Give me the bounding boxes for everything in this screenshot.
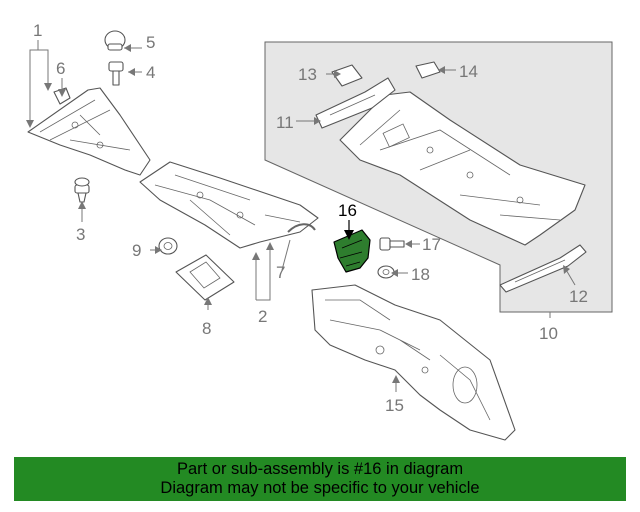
part-3-grommet: [74, 177, 90, 203]
part-14-bracket: [415, 61, 441, 79]
callout-13: 13: [298, 65, 317, 84]
banner-line-2: Diagram may not be specific to your vehi…: [160, 479, 480, 497]
info-banner: Part or sub-assembly is #16 in diagram D…: [14, 457, 626, 501]
callout-1: 1: [33, 21, 42, 40]
leader-arrowheads: [26, 44, 570, 383]
part-18-nut: [377, 265, 395, 279]
part-2-lower-cowl-panel: [139, 161, 319, 249]
part-8-pad: [175, 254, 235, 301]
parts-diagram: 1 2 3 4 5 6 7 8 9 10 11 12 13 14 15 16 1…: [26, 21, 613, 441]
callout-8: 8: [202, 319, 211, 338]
callout-17: 17: [422, 235, 441, 254]
callout-2: 2: [258, 307, 267, 326]
callout-3: 3: [76, 225, 85, 244]
callout-12: 12: [569, 287, 588, 306]
part-5-cap: [104, 30, 126, 51]
callout-7: 7: [276, 263, 285, 282]
part-9-plug: [158, 237, 178, 255]
part-10-dash-panel-assembly: [339, 91, 586, 246]
callout-11: 11: [276, 113, 294, 132]
part-16-highlighted: [333, 229, 371, 273]
part-7-seal: [287, 223, 316, 233]
callout-16-arrowhead: [344, 230, 354, 240]
callout-10: 10: [539, 324, 558, 343]
callout-16: 16: [338, 201, 357, 220]
part-1-cowl-panel: [27, 87, 151, 176]
callout-15: 15: [385, 396, 404, 415]
callout-labels: 1 2 3 4 5 6 7 8 9 10 11 12 13 14 15 16 1…: [33, 21, 588, 415]
part-13-bracket: [331, 64, 363, 87]
callout-4: 4: [146, 63, 155, 82]
part-4-bolt: [108, 61, 124, 86]
callout-14: 14: [459, 62, 478, 81]
part-17-bolt: [379, 237, 405, 251]
part-15-dash-insulator: [311, 284, 516, 441]
callout-18: 18: [411, 265, 430, 284]
part-11-bracket: [315, 77, 396, 129]
callout-9: 9: [132, 241, 141, 260]
banner-line-1: Part or sub-assembly is #16 in diagram: [176, 460, 464, 478]
part-12-reinforcement: [499, 244, 587, 293]
callout-6: 6: [56, 59, 65, 78]
callout-5: 5: [146, 33, 155, 52]
